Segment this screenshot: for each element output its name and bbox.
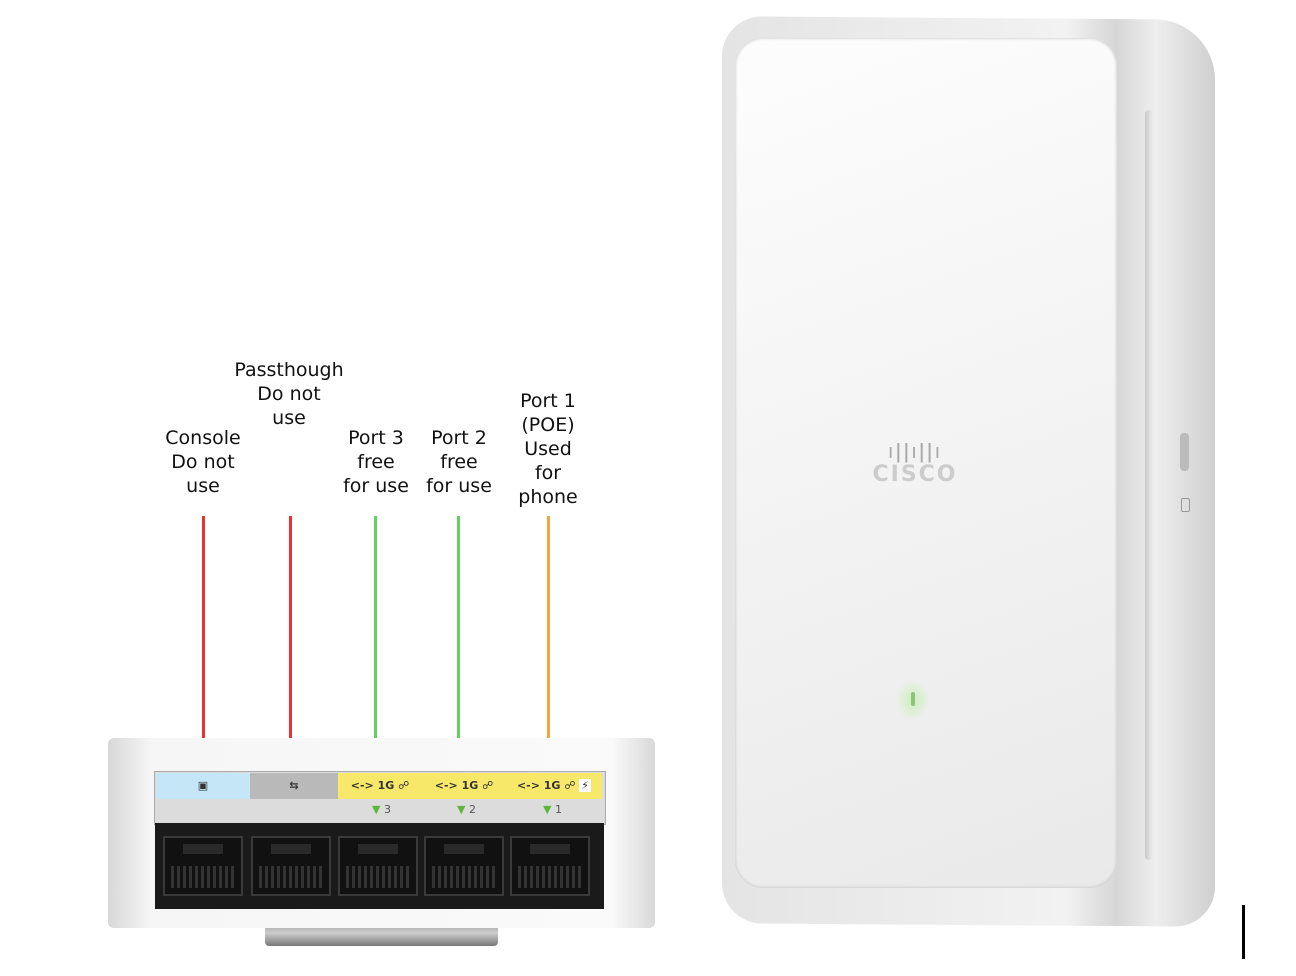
port-indicator-icon: ▼ — [543, 803, 552, 816]
label-line: Passthough — [234, 359, 344, 381]
passthrough-arrow — [281, 516, 299, 770]
cisco-logo: ıǀǀıǀǀı CISCO — [860, 440, 970, 487]
status-led-dot — [911, 692, 915, 706]
label-line: Used — [524, 438, 572, 460]
port2-arrow — [449, 516, 467, 770]
speed-text: <-> 1G — [350, 779, 395, 792]
side-button[interactable] — [1180, 433, 1189, 471]
port3-arrow — [366, 516, 384, 770]
port2-label: Port 2 free for use — [389, 426, 529, 498]
console-segment: ▣ — [156, 773, 250, 799]
label-line: phone — [518, 486, 578, 508]
console-icon: ▣ — [197, 779, 209, 792]
passthrough-jack[interactable] — [251, 836, 331, 896]
network-icon: ☍ — [564, 779, 576, 792]
label-line: for use — [343, 475, 409, 497]
cisco-wordmark: CISCO — [872, 462, 958, 487]
label-line: free — [440, 451, 478, 473]
cisco-bars-icon: ıǀǀıǀǀı — [887, 439, 943, 463]
port1-arrow — [539, 516, 557, 770]
speed-text: <-> 1G — [434, 779, 479, 792]
access-point-face — [735, 38, 1117, 888]
label-line: use — [272, 407, 306, 429]
label-line: free — [357, 451, 395, 473]
label-line: Do not — [257, 383, 321, 405]
port1-segment: <-> 1G ☍ ⚡ — [506, 773, 602, 799]
port-number: 3 — [383, 803, 391, 816]
passthrough-segment: ⇆ — [250, 773, 338, 799]
passthrough-label: Passthough Do not use — [219, 358, 359, 430]
port1-label: Port 1 (POE) Used for phone — [478, 389, 618, 509]
console-arrow — [194, 516, 212, 770]
port2-jack[interactable] — [424, 836, 504, 896]
label-line: Port 2 — [431, 427, 487, 449]
port-indicator-icon: ▼ — [457, 803, 466, 816]
label-line: Port 1 — [520, 390, 576, 412]
label-line: Port 3 — [348, 427, 404, 449]
port3-label: Port 3 free for use — [306, 426, 446, 498]
network-icon: ☍ — [482, 779, 494, 792]
port1-jack[interactable] — [510, 836, 590, 896]
port-number: 2 — [468, 803, 476, 816]
port3-number: ▼ 3 — [372, 803, 391, 816]
passthrough-icon: ⇆ — [289, 779, 299, 792]
port2-segment: <-> 1G ☍ — [422, 773, 506, 799]
port3-segment: <-> 1G ☍ — [338, 773, 422, 799]
console-label: Console Do not use — [133, 426, 273, 498]
console-jack[interactable] — [163, 836, 243, 896]
speed-text: <-> 1G — [516, 779, 561, 792]
label-line: Do not — [171, 451, 235, 473]
lock-icon — [1181, 498, 1190, 512]
label-line: Console — [165, 427, 241, 449]
label-line: for use — [426, 475, 492, 497]
port-indicator-icon: ▼ — [372, 803, 381, 816]
network-icon: ☍ — [398, 779, 410, 792]
poe-bolt-icon: ⚡ — [579, 779, 592, 792]
port2-number: ▼ 2 — [457, 803, 476, 816]
port-number: 1 — [554, 803, 562, 816]
label-line: (POE) — [521, 414, 575, 436]
port1-number: ▼ 1 — [543, 803, 562, 816]
side-slot — [1145, 110, 1153, 860]
port3-jack[interactable] — [338, 836, 418, 896]
text-cursor — [1242, 905, 1245, 959]
label-line: use — [186, 475, 220, 497]
label-line: for — [534, 462, 562, 484]
